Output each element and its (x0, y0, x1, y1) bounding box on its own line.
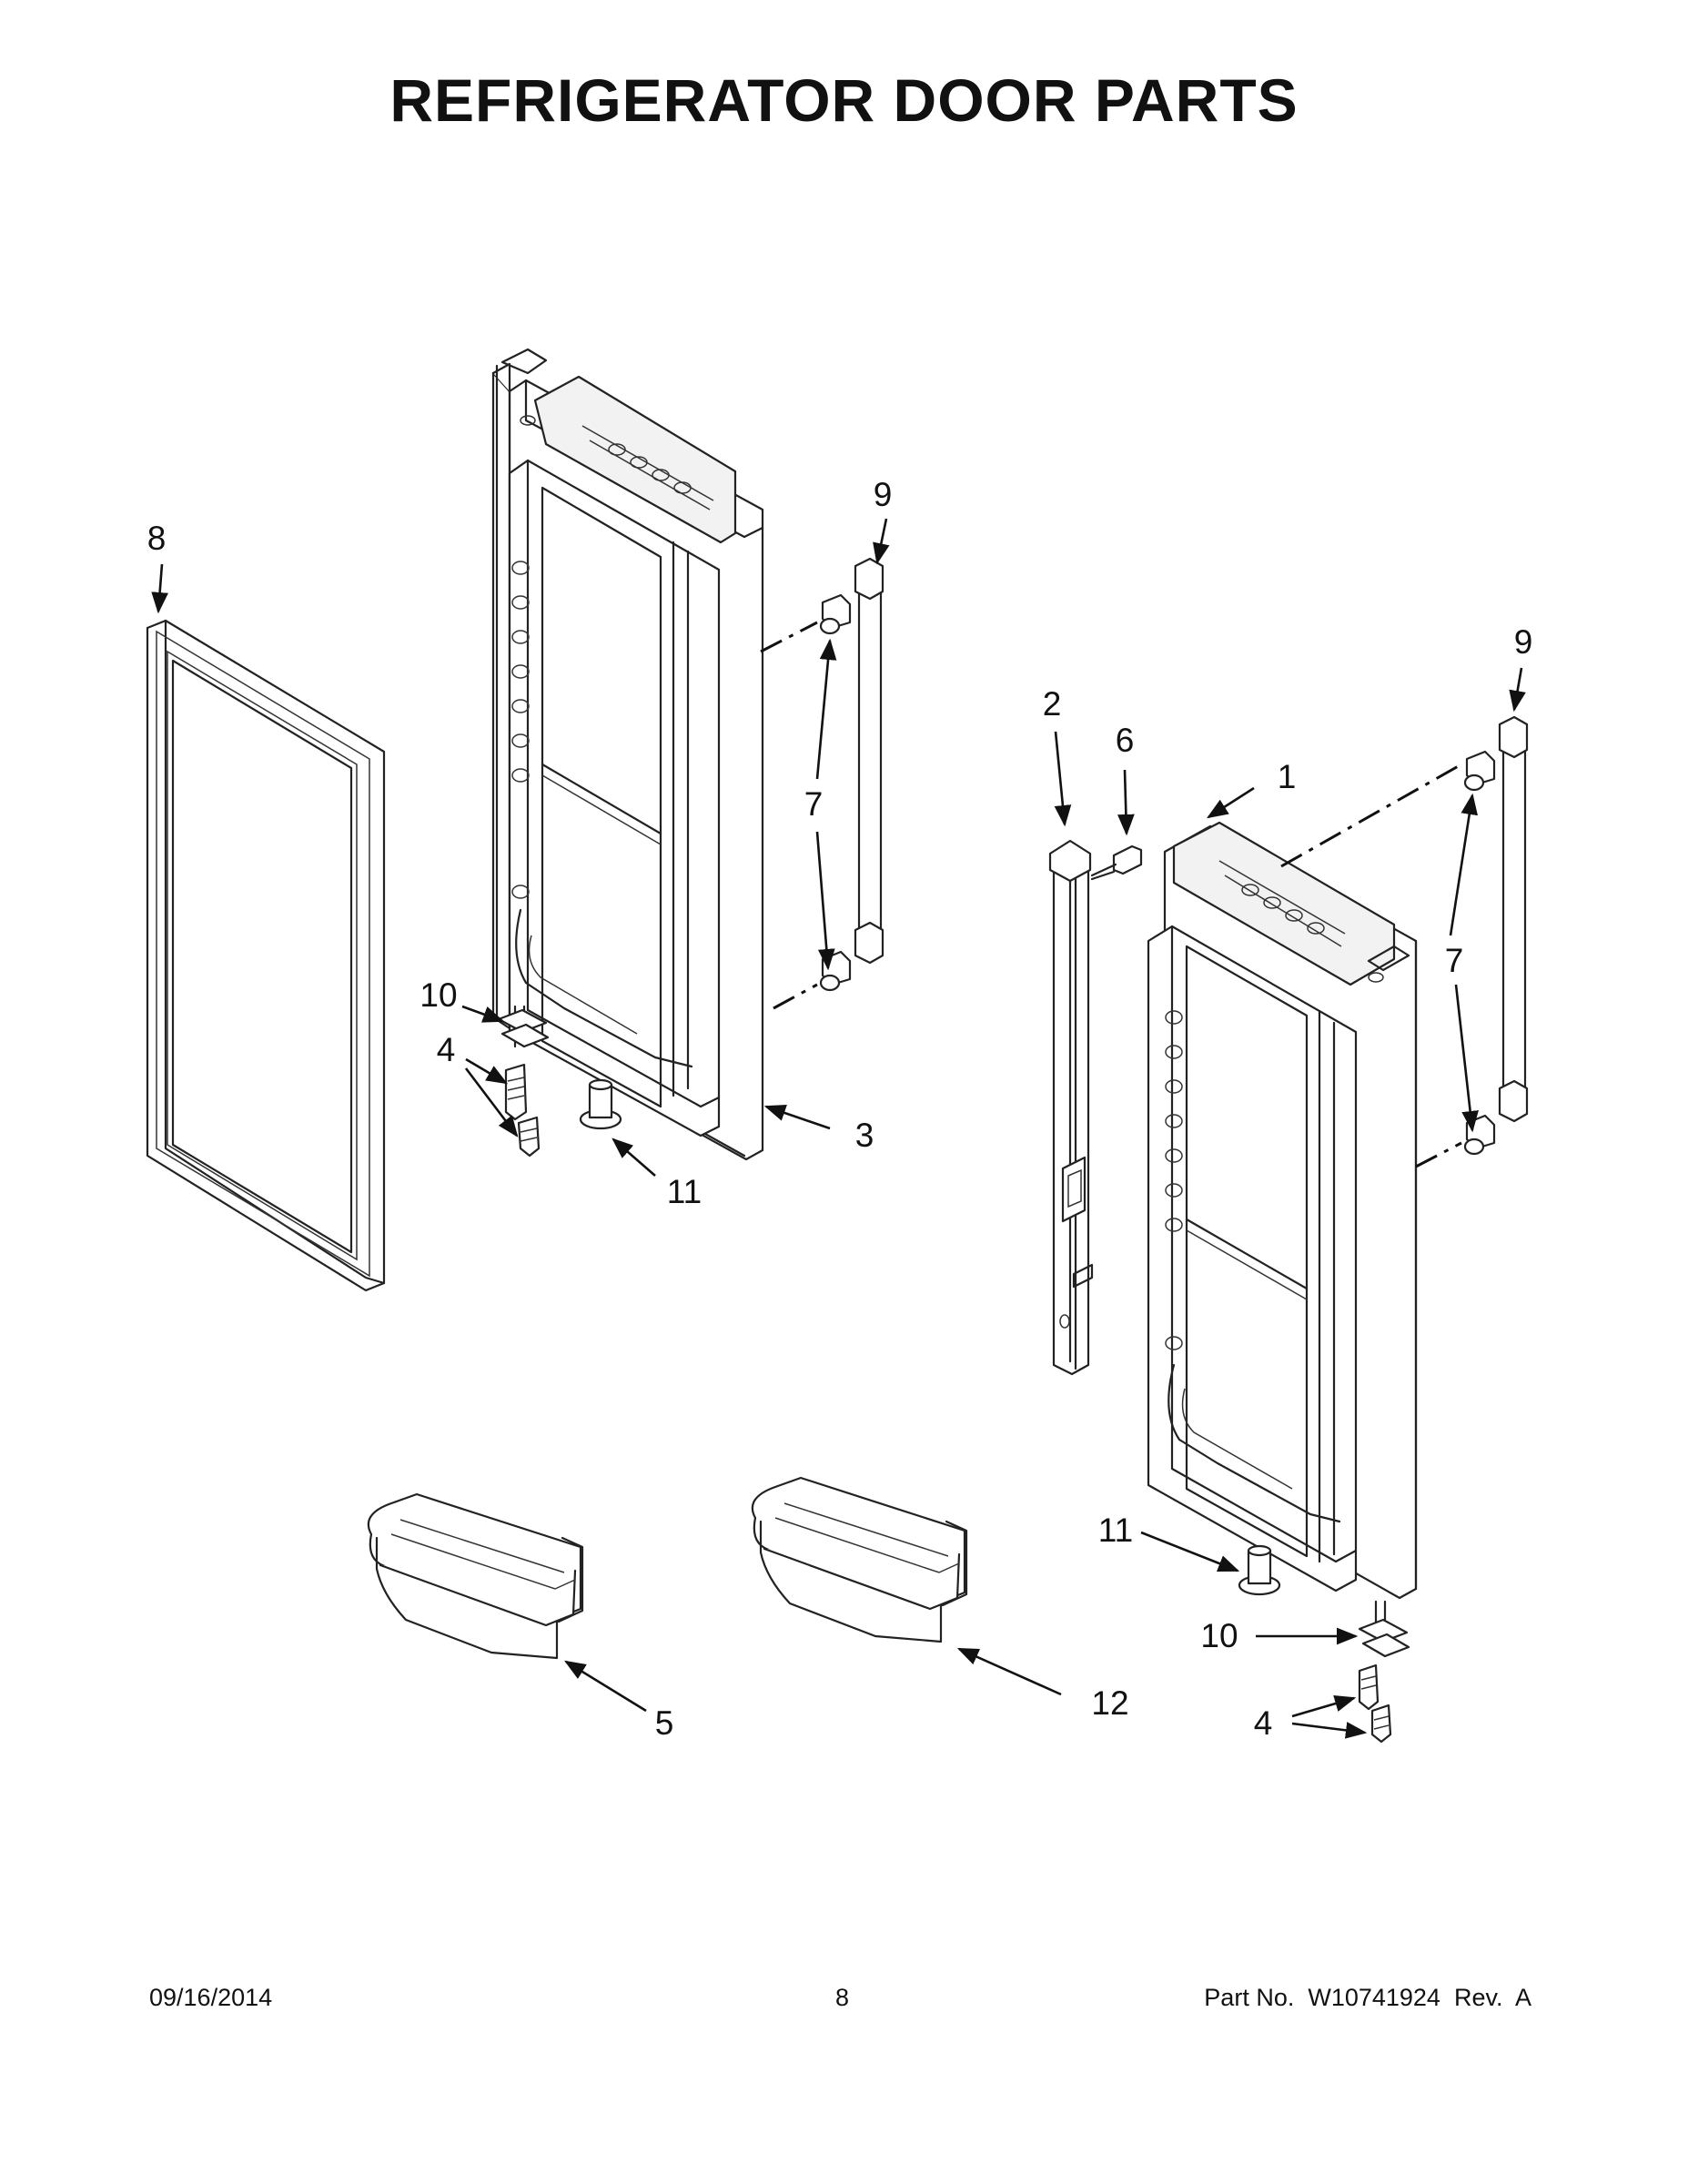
callout-8: 8 (147, 520, 167, 557)
callout-11-left: 11 (667, 1173, 702, 1210)
page-title: REFRIGERATOR DOOR PARTS (389, 66, 1299, 134)
callout-2: 2 (1043, 685, 1062, 723)
footer-page-number: 8 (835, 1984, 850, 2011)
callout-4-right: 4 (1254, 1704, 1273, 1742)
callout-5: 5 (655, 1704, 674, 1742)
callout-11-right: 11 (1098, 1512, 1133, 1549)
callout-labels: 8 9 7 10 4 11 3 2 6 1 9 7 11 10 4 5 12 (147, 476, 1533, 1742)
mullion-screw-part-6 (1090, 844, 1143, 881)
left-hinge-bracket-part-10 (497, 1005, 550, 1048)
left-hinge-screw-part-4 (504, 1063, 541, 1158)
leader-lines (151, 518, 1526, 1739)
footer-part-number: Part No. W10741924 Rev. A (1204, 1984, 1531, 2011)
callout-10-right: 10 (1200, 1617, 1238, 1654)
door-bin-part-5 (367, 1492, 584, 1660)
mount-line (760, 621, 818, 653)
callout-6: 6 (1116, 722, 1135, 759)
mullion-part-2 (1048, 839, 1094, 1376)
callout-12: 12 (1091, 1684, 1128, 1722)
callout-9-left: 9 (874, 476, 893, 513)
callout-4-left: 4 (437, 1031, 456, 1068)
callout-1: 1 (1278, 758, 1297, 795)
right-door-handle-part-9 (1498, 715, 1529, 1123)
mount-line (773, 983, 818, 1010)
footer-date: 09/16/2014 (149, 1984, 273, 2011)
left-handle-spacer-part-7 (819, 593, 852, 992)
mount-line (1280, 763, 1462, 868)
left-door-cam-part-11 (579, 1078, 622, 1130)
door-gasket-part-8 (146, 619, 386, 1292)
right-door-part-1 (1147, 821, 1418, 1600)
right-handle-spacer-part-7 (1463, 750, 1496, 1156)
callout-3: 3 (855, 1117, 874, 1154)
callout-9-right: 9 (1514, 623, 1533, 661)
left-door-part-3 (491, 348, 764, 1161)
right-door-shelf-dimples (1165, 1010, 1183, 1350)
right-door-top-vent-slots (1241, 884, 1325, 935)
callout-10-left: 10 (419, 976, 457, 1014)
door-top-vent-slots (608, 443, 692, 494)
left-door-handle-part-9 (854, 557, 884, 965)
right-hinge-bracket-part-10 (1358, 1600, 1410, 1658)
door-bin-part-12 (751, 1476, 968, 1643)
right-hinge-screw-part-4 (1358, 1663, 1392, 1744)
right-door-cam-part-11 (1238, 1544, 1281, 1596)
callout-7-right: 7 (1445, 942, 1464, 979)
left-door-shelf-dimples (511, 561, 530, 899)
mount-line (1415, 1141, 1462, 1168)
callout-7-left: 7 (804, 785, 824, 823)
